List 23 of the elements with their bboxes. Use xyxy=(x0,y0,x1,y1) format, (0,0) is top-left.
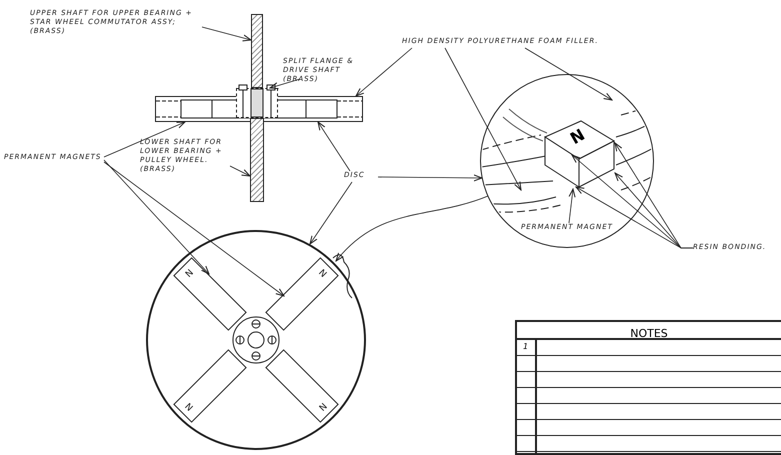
leader-line xyxy=(568,188,576,224)
magnet-bar: N xyxy=(265,349,339,423)
leader-line xyxy=(104,122,186,158)
leader-line xyxy=(356,48,412,96)
magnet-bar: N xyxy=(173,257,247,331)
table-heading: NOTES xyxy=(630,327,668,340)
row-number: 1 xyxy=(523,342,528,352)
shaft-drawing xyxy=(251,14,263,88)
leader-line xyxy=(104,162,284,296)
leader-line xyxy=(378,174,482,182)
leader-line xyxy=(444,48,522,190)
shaft-drawing xyxy=(250,118,264,202)
leader-line xyxy=(202,26,252,42)
leader-line xyxy=(270,78,300,90)
leader-line xyxy=(524,48,612,100)
leader-line xyxy=(230,166,250,176)
magnet-bar: N xyxy=(173,349,247,423)
magnet-bar: N xyxy=(265,257,339,331)
leader-line xyxy=(104,160,210,274)
leader-line xyxy=(310,182,352,244)
leader-line xyxy=(318,122,350,172)
pole-label: N xyxy=(568,126,588,148)
callout-arrow xyxy=(336,196,488,262)
